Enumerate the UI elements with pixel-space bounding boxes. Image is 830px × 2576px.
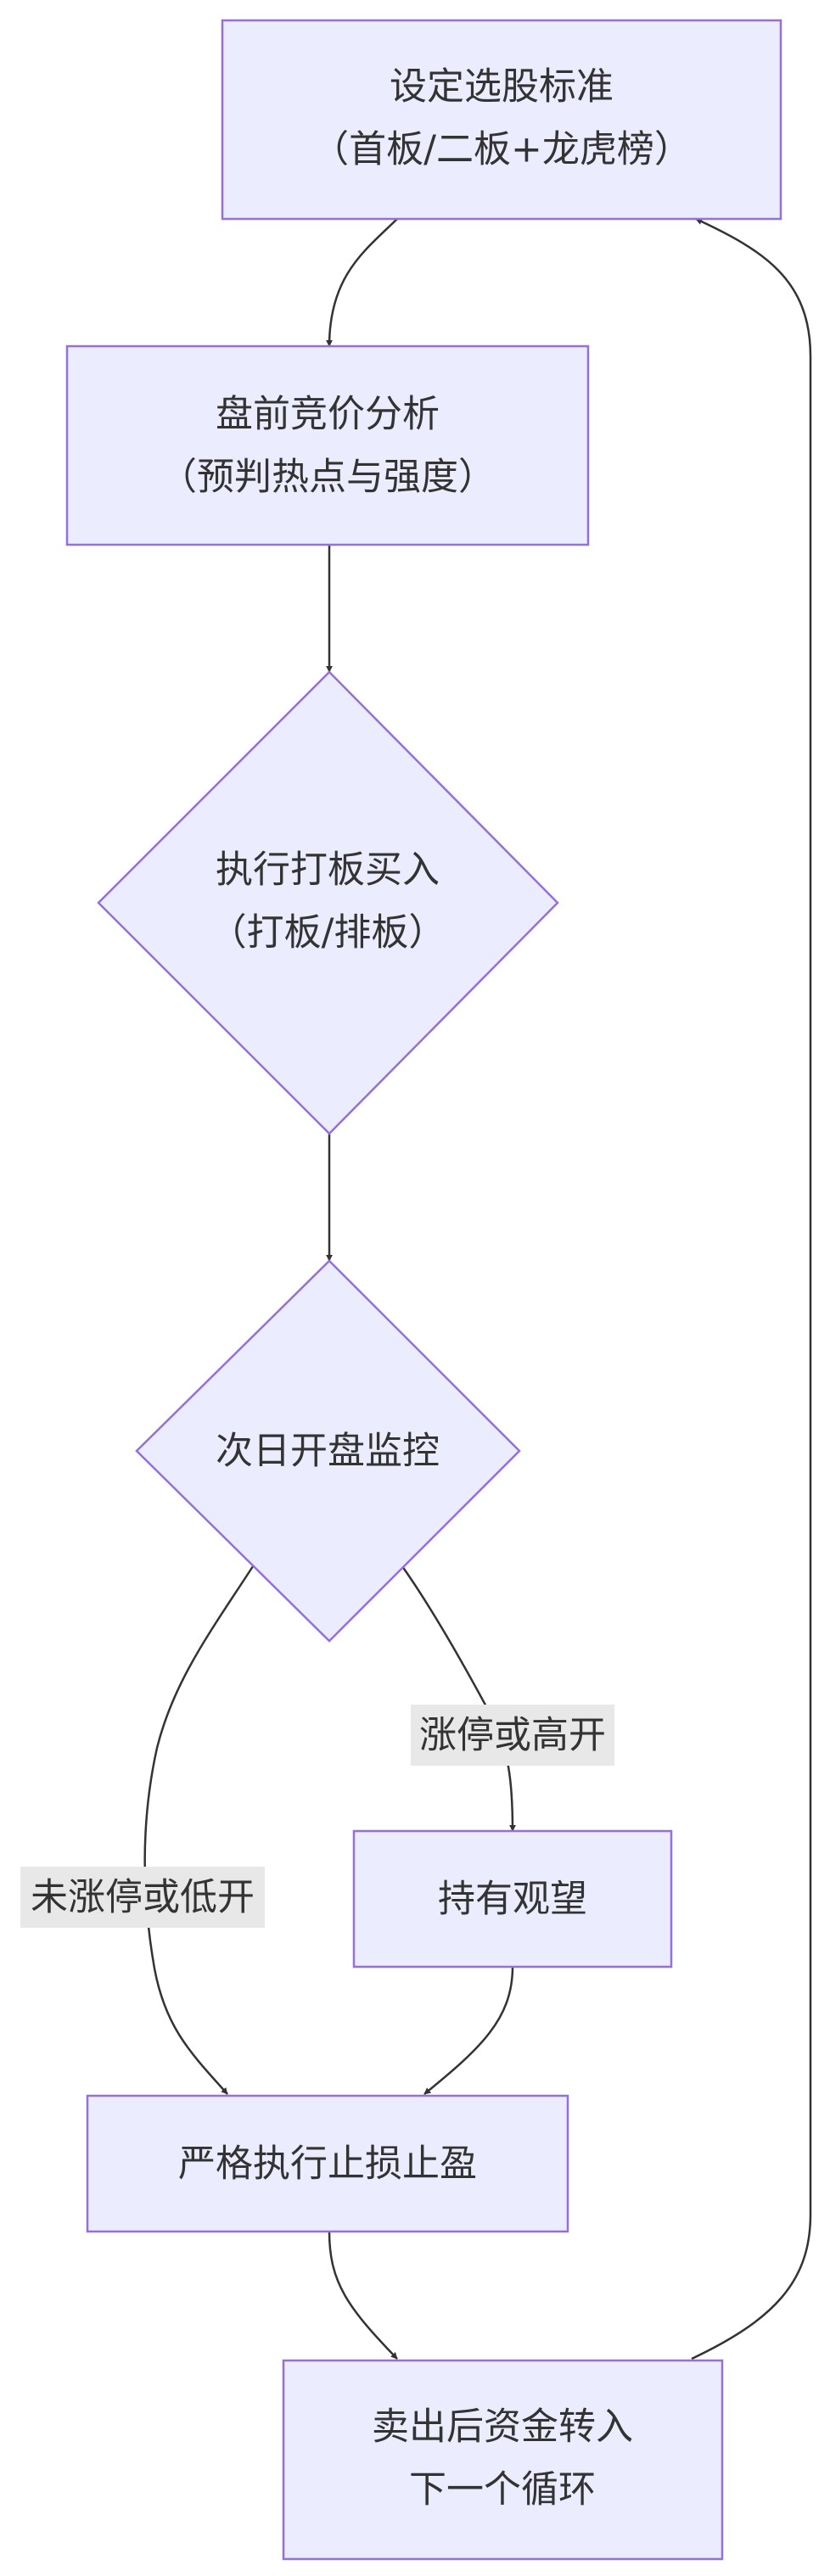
edge-monitor-to-hold (401, 1565, 516, 1832)
node-monitor-line1: 次日开盘监控 (216, 1430, 440, 1473)
edge-sell-to-criteria (691, 217, 812, 2360)
edge-hold-to-stoploss (423, 1966, 514, 2095)
node-stoploss: 严格执行止损止盈 (86, 2094, 569, 2233)
edge-label-down-open-text: 未涨停或低开 (31, 1876, 255, 1919)
edge-criteria-to-auction (326, 218, 398, 347)
node-monitor: 次日开盘监控 (135, 1259, 521, 1643)
node-criteria-line2: （首板/二板+龙虎榜） (311, 128, 692, 171)
node-sell-line1: 卖出后资金转入 (372, 2405, 633, 2449)
edge-stoploss-to-sell (328, 2231, 398, 2360)
edge-label-up-open: 涨停或高开 (411, 1705, 614, 1766)
node-stoploss-line1: 严格执行止损止盈 (178, 2142, 477, 2186)
node-sell-line2: 下一个循环 (409, 2468, 596, 2512)
node-hold: 持有观望 (352, 1829, 673, 1968)
node-auction: 盘前竞价分析 （预判热点与强度） (65, 344, 590, 546)
node-hold-line1: 持有观望 (438, 1878, 587, 1921)
node-criteria-line1: 设定选股标准 (390, 65, 614, 109)
node-buy: 执行打板买入 （打板/排板） (97, 670, 559, 1135)
node-auction-line1: 盘前竞价分析 (216, 393, 440, 436)
node-auction-line2: （预判热点与强度） (160, 456, 496, 499)
edge-monitor-to-stoploss (143, 1565, 255, 2095)
node-buy-line1: 执行打板买入 (216, 848, 440, 892)
edge-label-down-open: 未涨停或低开 (20, 1867, 265, 1928)
edge-label-up-open-text: 涨停或高开 (419, 1714, 606, 1757)
node-sell: 卖出后资金转入 下一个循环 (282, 2359, 724, 2561)
node-buy-line2: （打板/排板） (210, 911, 446, 955)
node-criteria: 设定选股标准 （首板/二板+龙虎榜） (221, 19, 782, 221)
